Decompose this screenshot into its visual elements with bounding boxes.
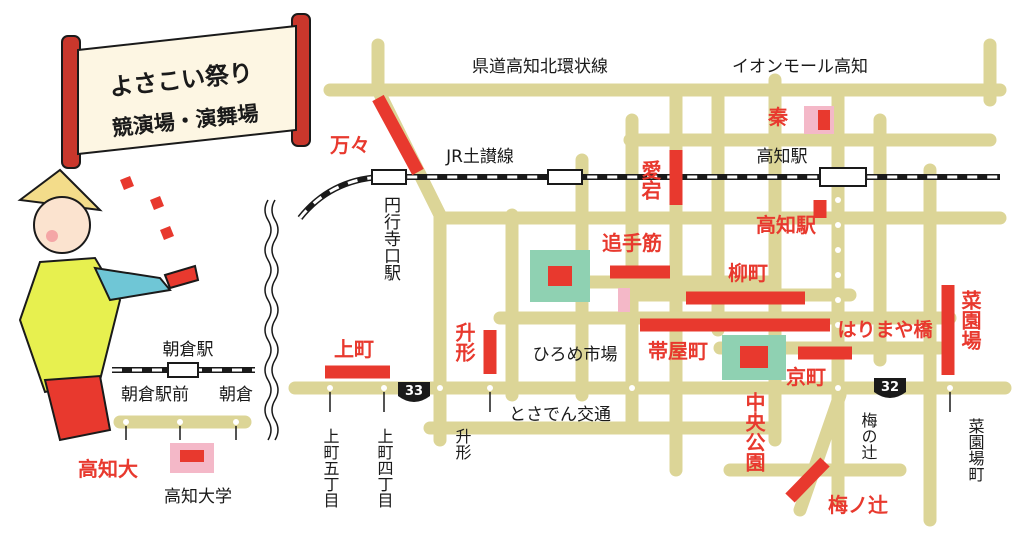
stop-kamimachi5-label: 上町五丁目 — [321, 428, 340, 508]
venue-kochieki-label: 高知駅 — [756, 213, 816, 237]
route-32-shield: 32 — [874, 378, 906, 398]
chuo-koen-venue — [740, 346, 768, 368]
hata-venue — [818, 110, 830, 130]
route-32-label: 32 — [881, 380, 899, 395]
venue-otesuji-label: 追手筋 — [602, 231, 662, 255]
station-kochi-label: 高知駅 — [757, 147, 808, 167]
inset-separator — [264, 199, 279, 441]
kochidai-venue — [180, 450, 204, 462]
venue-saienba-label: 菜園場 — [958, 290, 982, 350]
road-tosaden-label: とさでん交通 — [509, 405, 611, 425]
stop-masugata-label: 升形 — [453, 428, 472, 460]
road-jr-label: JR土讃線 — [445, 147, 514, 167]
title-scroll: よさこい祭り 競演場・演舞場 — [61, 13, 311, 169]
route-33-label: 33 — [405, 384, 423, 399]
station-engyoji-platform — [371, 169, 407, 185]
kochi-univ-label: 高知大学 — [164, 487, 232, 507]
stop-umenotsuji-label: 梅の辻 — [859, 412, 878, 460]
hirome-market-area — [618, 288, 630, 312]
venue-kochidai-label: 高知大 — [78, 457, 138, 481]
station-asakura-label: 朝倉駅 — [163, 340, 214, 360]
station-asakura-platform — [167, 362, 199, 378]
venue-chuokoen-label: 中央公園 — [742, 391, 766, 473]
dancer-illustration — [17, 168, 200, 442]
aeon-label: イオンモール高知 — [732, 57, 868, 77]
venue-mama-segment — [372, 94, 424, 176]
venue-hata-label: 秦 — [767, 105, 789, 129]
stop-kamimachi4-label: 上町四丁目 — [375, 428, 394, 508]
venue-harimaya-label: はりまや橋 — [837, 318, 933, 341]
road-diag — [793, 388, 847, 517]
venue-atago-label: 愛宕 — [638, 160, 662, 200]
venue-mama-label: 万々 — [329, 133, 370, 157]
stop-asakura-label: 朝倉 — [219, 385, 253, 405]
naruko-icon — [163, 264, 200, 290]
venue-umenotsuji-label: 梅ノ辻 — [828, 493, 888, 517]
route-33-shield: 33 — [398, 382, 430, 402]
station-kochi-platform — [819, 167, 867, 187]
naruko-flying-icon — [120, 176, 174, 240]
stop-ticks — [125, 392, 951, 440]
venue-yanagimachi-label: 柳町 — [728, 261, 768, 285]
venue-kyomachi-label: 京町 — [786, 365, 826, 389]
stop-asakura-ekimae-label: 朝倉駅前 — [121, 385, 189, 405]
venue-masugata-label: 升形 — [452, 322, 476, 363]
venue-umenotsuji-segment — [785, 457, 830, 503]
station-engyoji-label: 円行寺口駅 — [380, 196, 401, 281]
road-kenkan-label: 県道高知北環状線 — [472, 57, 608, 77]
stop-saienba-label: 菜園場町 — [966, 418, 985, 482]
station-mid-platform — [547, 169, 583, 185]
venue-obiyamachi-label: 帯屋町 — [648, 339, 708, 363]
venue-kamimachi-label: 上町 — [334, 337, 374, 361]
hirome-label: ひろめ市場 — [533, 345, 618, 365]
kochi-castle-venue — [548, 266, 572, 286]
jr-line — [112, 167, 1000, 378]
venue-segments — [325, 94, 955, 503]
